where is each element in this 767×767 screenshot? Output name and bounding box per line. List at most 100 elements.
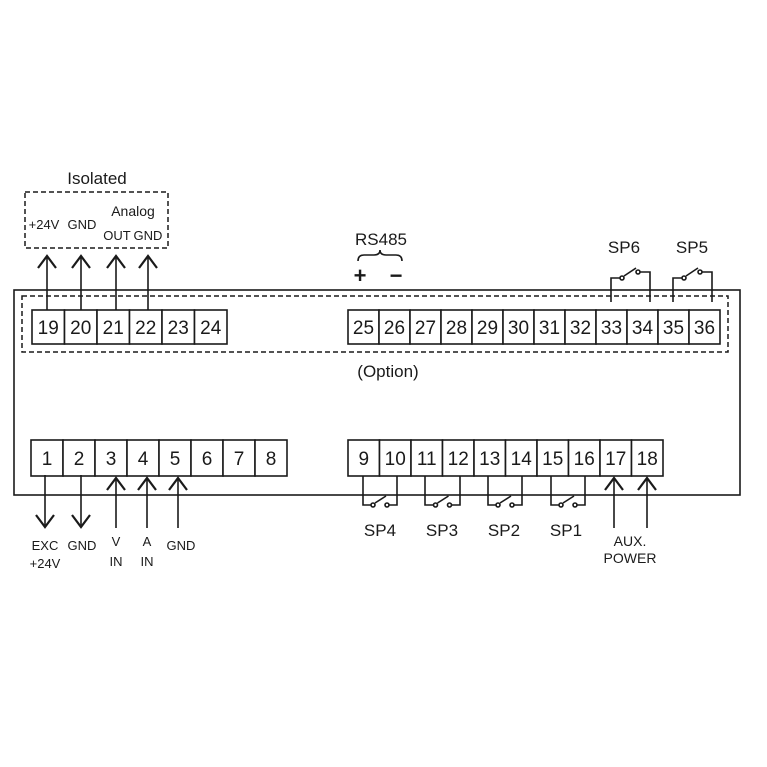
terminal-number: 35 — [663, 318, 684, 339]
terminal-number: 28 — [446, 318, 467, 339]
device-outline — [13, 289, 741, 496]
terminal-20: 20 — [63, 309, 98, 345]
isolated-dashed-box — [24, 191, 169, 249]
gnd-label-5: GND — [167, 538, 196, 553]
terminal-21: 21 — [96, 309, 131, 345]
a-in-label: IN — [141, 554, 154, 569]
exc-24v-label: +24V — [30, 556, 61, 571]
terminal-row-top-right: 25 26 27 28 29 30 31 32 33 34 35 36 — [347, 309, 721, 345]
arrow-up-icon — [168, 476, 188, 528]
terminal-number: 8 — [266, 449, 277, 470]
terminal-number: 16 — [574, 449, 595, 470]
sp5-label: SP5 — [676, 238, 708, 257]
terminal-number: 4 — [138, 449, 149, 470]
terminal-14: 14 — [504, 439, 538, 477]
terminal-29: 29 — [471, 309, 504, 345]
terminal-27: 27 — [409, 309, 442, 345]
terminal-number: 29 — [477, 318, 498, 339]
terminal-number: 1 — [42, 449, 53, 470]
terminal-number: 34 — [632, 318, 654, 339]
option-dashed-box — [21, 295, 729, 353]
arrow-up-icon — [71, 254, 91, 310]
terminal-number: 25 — [353, 318, 374, 339]
terminal-number: 27 — [415, 318, 436, 339]
terminal-31: 31 — [533, 309, 566, 345]
terminal-32: 32 — [564, 309, 597, 345]
terminal-number: 3 — [106, 449, 117, 470]
terminal-23: 23 — [161, 309, 196, 345]
terminal-10: 10 — [378, 439, 412, 477]
rs485-minus: − — [390, 263, 403, 288]
terminal-number: 26 — [384, 318, 405, 339]
sp4-label: SP4 — [364, 521, 396, 540]
relay-contact-icon — [424, 476, 461, 508]
terminal-4: 4 — [126, 439, 160, 477]
terminal-number: 36 — [694, 318, 715, 339]
terminal-number: 7 — [234, 449, 245, 470]
terminal-number: 14 — [511, 449, 533, 470]
terminal-24: 24 — [193, 309, 228, 345]
terminal-number: 32 — [570, 318, 591, 339]
terminal-number: 20 — [70, 318, 91, 339]
terminal-8: 8 — [254, 439, 288, 477]
gnd-label-2: GND — [68, 538, 97, 553]
aux-label: AUX. — [614, 533, 647, 549]
terminal-number: 6 — [202, 449, 213, 470]
terminal-number: 33 — [601, 318, 622, 339]
analog-out-label: OUT — [103, 228, 131, 243]
terminal-3: 3 — [94, 439, 128, 477]
sp5-relay: SP5 — [672, 238, 713, 302]
rs485-title: RS485 — [355, 230, 407, 249]
aux-power-arrows — [604, 476, 657, 528]
terminal-number: 15 — [542, 449, 563, 470]
isolated-gnd-label: GND — [68, 217, 97, 232]
terminal-number: 22 — [135, 318, 156, 339]
isolated-arrows — [37, 254, 158, 310]
analog-title: Analog — [111, 203, 155, 219]
exc-label: EXC — [32, 538, 59, 553]
terminal-number: 13 — [479, 449, 500, 470]
terminal-28: 28 — [440, 309, 473, 345]
terminal-18: 18 — [630, 439, 664, 477]
terminal-5: 5 — [158, 439, 192, 477]
arrow-down-icon — [71, 475, 91, 529]
rs485-plus: + — [354, 263, 367, 288]
option-label: (Option) — [357, 362, 418, 381]
terminal-number: 11 — [417, 449, 437, 470]
rs485-brace — [357, 249, 403, 262]
terminal-number: 30 — [508, 318, 529, 339]
terminal-number: 21 — [103, 318, 124, 339]
v-in-label: IN — [110, 554, 123, 569]
arrow-down-icon — [35, 475, 55, 529]
terminal-35: 35 — [657, 309, 690, 345]
sp1-label: SP1 — [550, 521, 582, 540]
terminal-19: 19 — [31, 309, 66, 345]
terminal-number: 31 — [539, 318, 560, 339]
terminal-36: 36 — [688, 309, 721, 345]
relay-contact-icon — [550, 476, 586, 508]
terminal-number: 18 — [637, 449, 658, 470]
bottom-relays — [362, 476, 586, 508]
terminal-number: 23 — [168, 318, 189, 339]
arrow-up-icon — [137, 476, 157, 528]
sp6-relay: SP6 — [608, 238, 651, 302]
terminal-number: 17 — [605, 449, 626, 470]
terminal-25: 25 — [347, 309, 380, 345]
arrow-up-icon — [604, 476, 624, 528]
terminal-7: 7 — [222, 439, 256, 477]
relay-contact-icon — [362, 476, 398, 508]
terminal-number: 24 — [200, 318, 222, 339]
terminal-1: 1 — [30, 439, 64, 477]
arrow-up-icon — [106, 476, 126, 528]
terminal-13: 13 — [473, 439, 507, 477]
a-label: A — [143, 534, 152, 549]
terminal-row-top-left: 19 20 21 22 23 24 — [31, 309, 228, 345]
terminal-17: 17 — [599, 439, 633, 477]
isolated-24v-label: +24V — [29, 217, 60, 232]
sp6-label: SP6 — [608, 238, 640, 257]
terminal-number: 10 — [385, 449, 406, 470]
terminal-number: 19 — [38, 318, 59, 339]
